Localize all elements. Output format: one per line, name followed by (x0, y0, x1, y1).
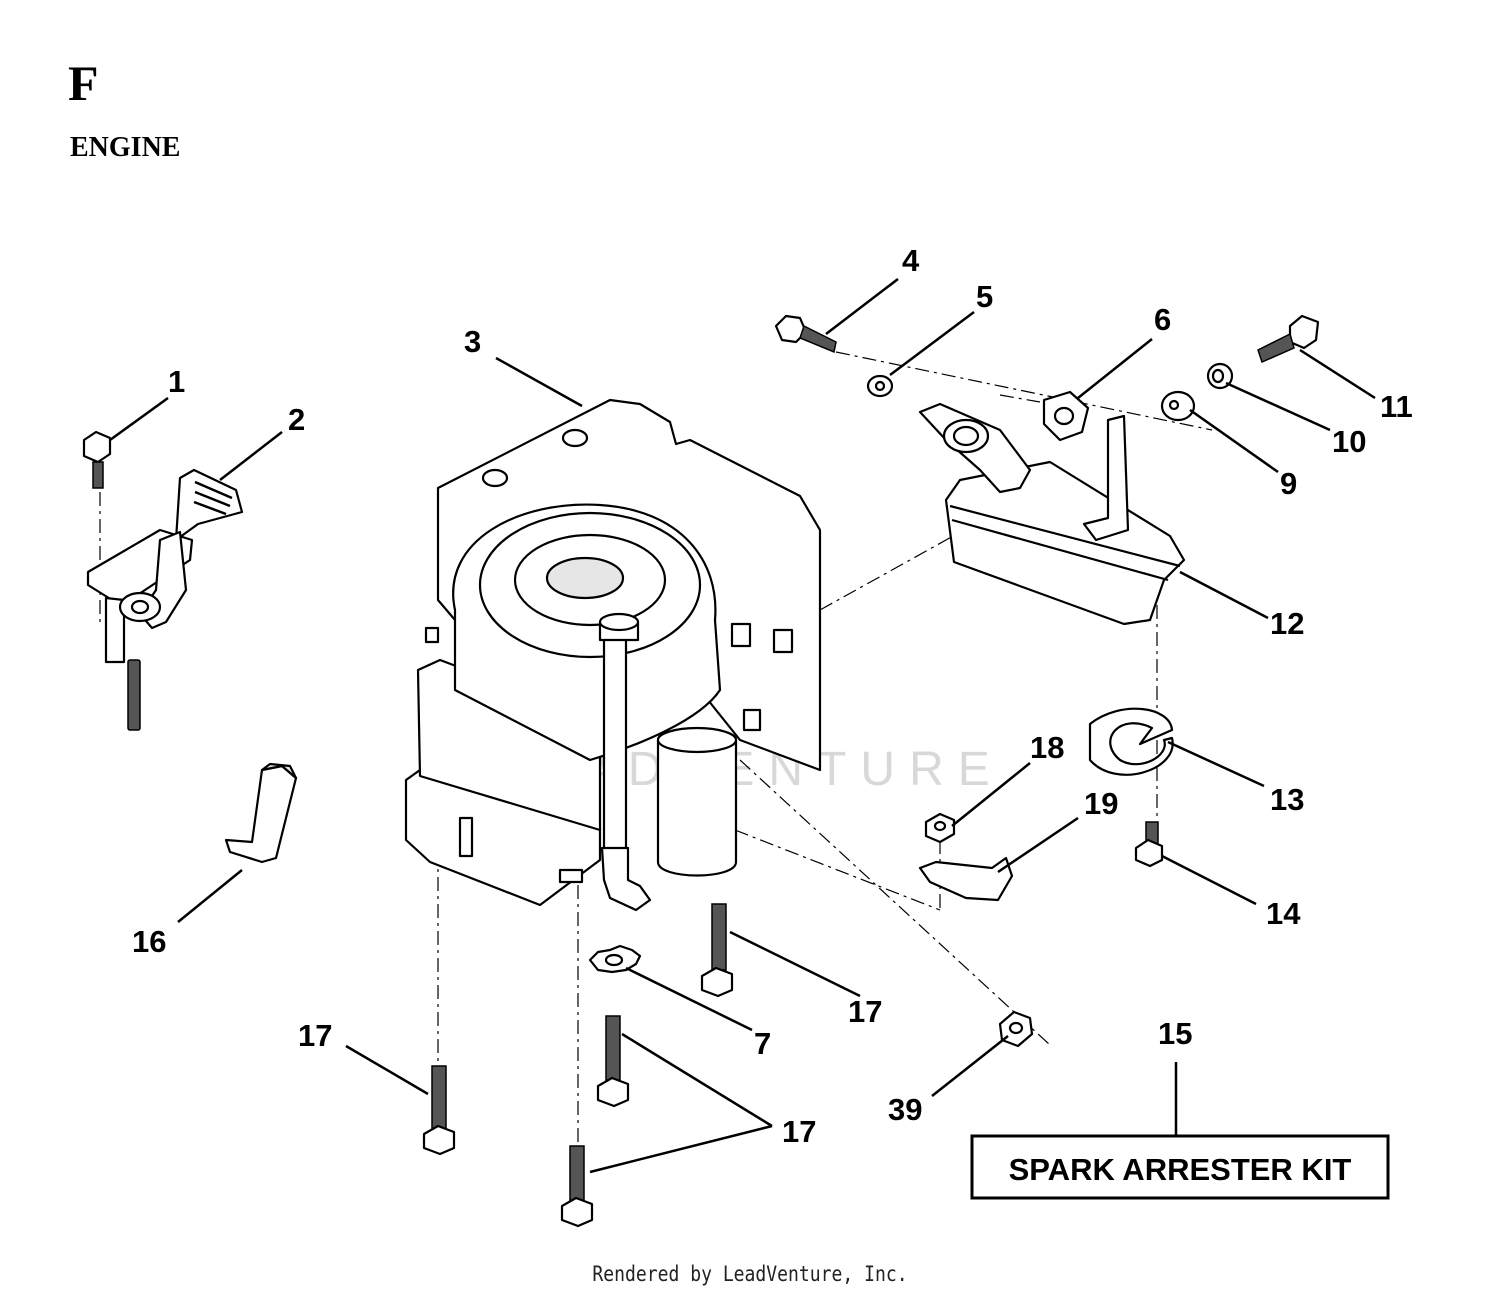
callouts: 1 2 3 4 5 6 7 9 10 11 12 13 14 15 16 17 … (132, 243, 1413, 1149)
callout-1: 1 (168, 364, 185, 399)
callout-17c: 17 (782, 1114, 816, 1149)
callout-12: 12 (1270, 606, 1304, 641)
callout-2: 2 (288, 402, 305, 437)
callout-7: 7 (754, 1026, 771, 1061)
clamp-part-19 (918, 856, 1014, 902)
callout-13: 13 (1270, 782, 1304, 817)
callout-11: 11 (1380, 389, 1413, 424)
washer-part-10 (1206, 362, 1234, 390)
washer-part-5 (866, 374, 894, 398)
bolt-part-17b (596, 1015, 630, 1108)
bolt-part-1 (82, 430, 112, 489)
clip-part-16 (224, 762, 298, 864)
bolt-part-17c (422, 1065, 456, 1156)
spark-arrester-kit-box: SPARK ARRESTER KIT (970, 1134, 1390, 1200)
throttle-bracket-part (86, 468, 244, 731)
callout-14: 14 (1266, 896, 1301, 931)
nut-part-18 (924, 812, 956, 844)
callout-17a: 17 (848, 994, 882, 1029)
washer-part-9 (1160, 390, 1196, 422)
screw-part-14 (1134, 821, 1164, 868)
callout-18: 18 (1030, 730, 1064, 765)
callout-16: 16 (132, 924, 166, 959)
callout-4: 4 (902, 243, 920, 278)
gasket-part-6 (1042, 390, 1090, 442)
callout-15: 15 (1158, 1016, 1192, 1051)
nut-part-39 (998, 1010, 1034, 1048)
callout-6: 6 (1154, 302, 1171, 337)
bolt-part-17a (700, 903, 734, 998)
section-letter: F (68, 55, 99, 111)
callout-10: 10 (1332, 424, 1366, 459)
callout-9: 9 (1280, 466, 1297, 501)
callout-19: 19 (1084, 786, 1118, 821)
callout-39: 39 (888, 1092, 922, 1127)
section-title: ENGINE (70, 132, 181, 163)
screen-part-13 (1088, 707, 1174, 776)
bolt-part-11 (1257, 314, 1320, 364)
engine-part (404, 398, 822, 912)
alignment-lines (99, 351, 1213, 1145)
callout-5: 5 (976, 279, 993, 314)
bolt-part-4 (774, 314, 837, 354)
callout-17b: 17 (298, 1018, 332, 1053)
star-washer-part-7 (588, 944, 642, 974)
muffler-part-12 (918, 402, 1186, 626)
spark-arrester-kit-label: SPARK ARRESTER KIT (1009, 1152, 1352, 1187)
bolt-part-17d (560, 1145, 594, 1228)
footer-credit: Rendered by LeadVenture, Inc. (592, 1262, 908, 1286)
callout-3: 3 (464, 324, 481, 359)
leader-lines (109, 278, 1376, 1174)
